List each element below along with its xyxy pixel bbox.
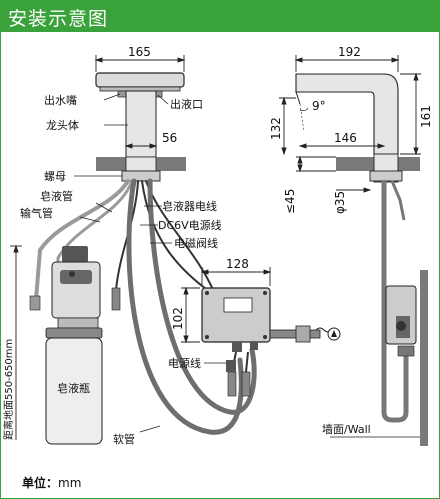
faucet-top-disc <box>95 72 185 88</box>
label-spout: 出水嘴 <box>44 93 77 107</box>
dim-phi35 <box>336 187 372 193</box>
units-value: mm <box>58 476 82 490</box>
label-solenoid-cable: 电磁阀线 <box>174 236 218 250</box>
label-wall: 墙面/Wall <box>322 422 371 436</box>
wall <box>420 270 428 446</box>
page-title: 安装示意图 <box>8 8 109 30</box>
dim-floor-distance <box>10 244 22 440</box>
faucet-shank <box>125 156 157 172</box>
dim-102 <box>181 286 200 344</box>
tubes-left <box>34 178 257 435</box>
dim-146 <box>298 143 386 149</box>
dim-161 <box>400 72 421 156</box>
dim-102-label: 102 <box>171 307 185 330</box>
side-control-box <box>385 285 417 357</box>
dim-132-label: 132 <box>269 117 283 140</box>
side-pipe <box>390 180 406 221</box>
label-outlet: 出液口 <box>170 97 203 111</box>
dim-angle-label: 9° <box>312 99 326 113</box>
dim-56-label: 56 <box>162 131 177 145</box>
units-note: 单位：mm <box>22 474 81 491</box>
label-nut: 螺母 <box>44 170 66 183</box>
label-soap-tube: 皂液管 <box>40 189 73 203</box>
dim-165 <box>94 55 186 72</box>
header-bar: 安装示意图 <box>0 0 440 32</box>
dim-165-label: 165 <box>128 45 151 59</box>
dim-56 <box>124 143 158 149</box>
solenoid-valve <box>269 325 341 343</box>
label-power-cable: 电源线 <box>168 356 201 370</box>
faucet-top-disc-lower <box>99 86 181 92</box>
dim-161-label: 161 <box>419 105 433 128</box>
cable-connector-left <box>111 287 121 311</box>
side-nut <box>369 170 403 182</box>
control-box <box>201 287 271 352</box>
label-dc6v-cable: DC6V电源线 <box>158 218 222 232</box>
dim-146-label: 146 <box>334 131 357 145</box>
dim-192-label: 192 <box>338 45 361 59</box>
side-hose <box>381 181 409 423</box>
dim-45 <box>296 155 336 173</box>
label-air-tube: 输气管 <box>20 206 53 220</box>
label-floor-distance: 距离地面550-650mm <box>2 339 15 440</box>
side-spout-tip <box>295 91 301 105</box>
power-plugs <box>226 351 251 397</box>
dim-132 <box>279 96 296 156</box>
dim-192 <box>294 55 400 72</box>
dim-128-label: 128 <box>226 257 249 271</box>
units-label: 单位： <box>22 476 59 490</box>
soap-pump <box>51 246 101 329</box>
air-connector <box>29 295 41 311</box>
dim-128 <box>200 267 272 286</box>
soap-bottle <box>45 327 103 445</box>
dim-phi35-label: φ35 <box>333 191 347 214</box>
label-soap-dispenser-cable: 皂液器电线 <box>162 199 217 213</box>
label-soap-bottle: 皂液瓶 <box>57 381 90 395</box>
label-faucet-body: 龙头体 <box>46 118 79 132</box>
label-hose: 软管 <box>113 432 135 446</box>
dim-45-label: ≤45 <box>283 189 297 214</box>
